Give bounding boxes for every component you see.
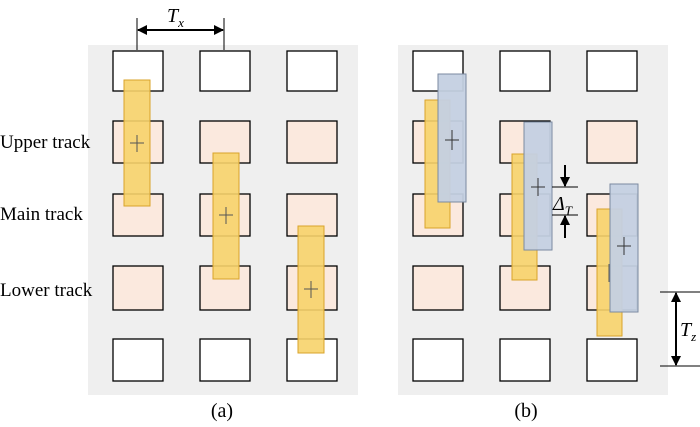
cell — [499, 338, 551, 382]
cell — [586, 338, 638, 382]
cell-upper — [286, 120, 338, 164]
tx-label: Tx — [167, 5, 184, 30]
upper-track-label: Upper track — [0, 132, 91, 153]
tz-dimension: Tz — [660, 291, 700, 367]
lower-track-label: Lower track — [0, 280, 93, 301]
panel-b-caption: (b) — [514, 400, 537, 422]
cell-lower — [112, 265, 164, 311]
panel-b-tracks — [424, 73, 639, 337]
delta-t-label: ΔT — [552, 193, 573, 218]
cell-upper — [586, 120, 638, 164]
cell — [112, 338, 164, 382]
cell-lower — [412, 265, 464, 311]
tz-label: Tz — [680, 319, 696, 344]
panel-a-caption: (a) — [211, 400, 233, 422]
cell — [586, 50, 638, 92]
cell — [412, 338, 464, 382]
tx-dimension: Tx — [136, 5, 225, 50]
cell — [199, 50, 251, 92]
cell — [286, 50, 338, 92]
panel-a-tracks — [123, 79, 325, 354]
delta-t-dimension: ΔT — [552, 165, 578, 238]
cell — [499, 50, 551, 92]
main-track-label: Main track — [0, 204, 83, 225]
cell — [199, 338, 251, 382]
